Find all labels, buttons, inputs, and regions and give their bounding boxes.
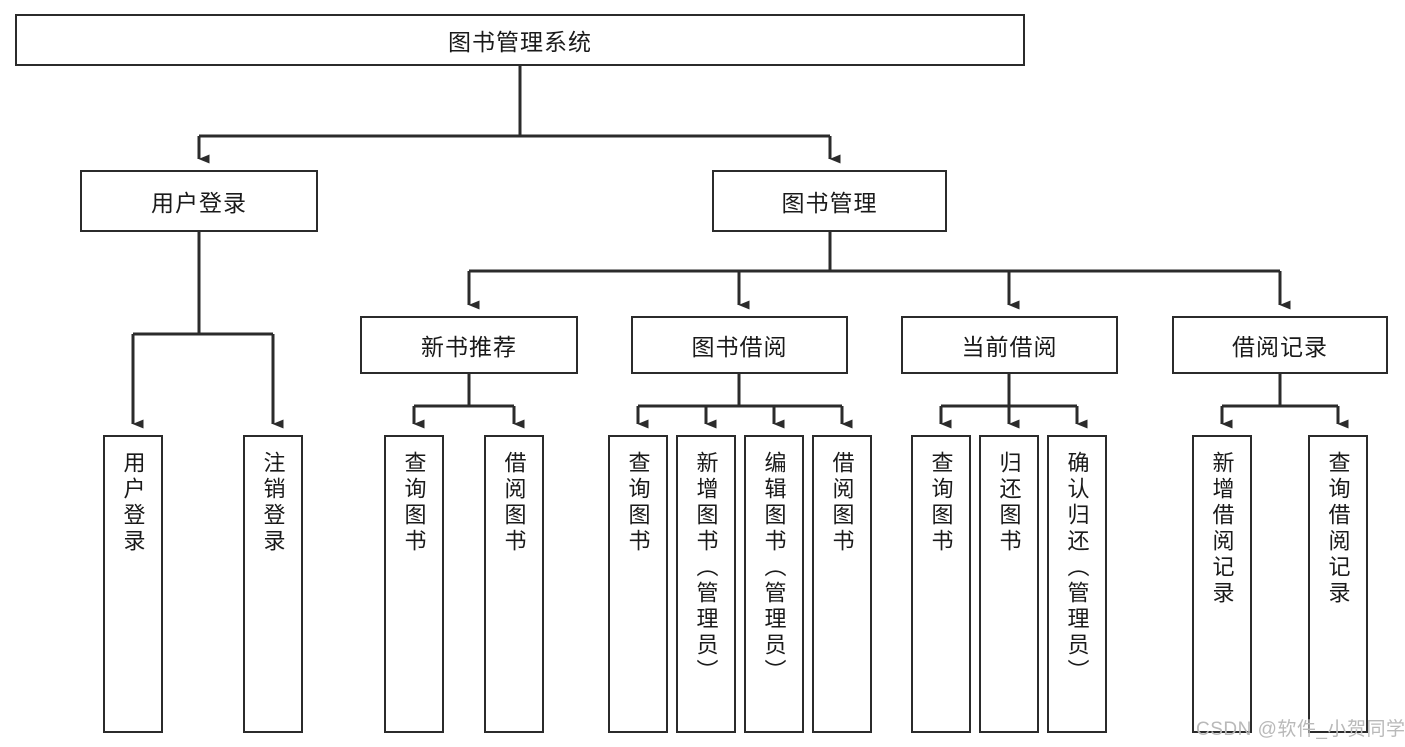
node-label: 图书管理系统 (448, 29, 592, 55)
node-user-login[interactable]: 用户登录 (80, 170, 318, 232)
leaf-user-login[interactable]: 用户登录 (103, 435, 163, 733)
node-borrow-records[interactable]: 借阅记录 (1172, 316, 1388, 374)
node-label: 用户登录 (151, 190, 247, 216)
leaf-add-borrow-record[interactable]: 新增借阅记录 (1192, 435, 1252, 733)
node-book-management[interactable]: 图书管理 (712, 170, 947, 232)
leaf-borrow-book-recommend[interactable]: 借阅图书 (484, 435, 544, 733)
leaf-query-book-current[interactable]: 查询图书 (911, 435, 971, 733)
leaf-query-book-recommend[interactable]: 查询图书 (384, 435, 444, 733)
leaf-query-borrow-record[interactable]: 查询借阅记录 (1308, 435, 1368, 733)
node-label: 查询图书 (401, 451, 427, 555)
leaf-return-book[interactable]: 归还图书 (979, 435, 1039, 733)
node-label: 当前借阅 (961, 334, 1058, 360)
node-root-system[interactable]: 图书管理系统 (15, 14, 1025, 66)
node-label: 编辑图书（管理员） (761, 451, 787, 685)
node-current-borrow[interactable]: 当前借阅 (901, 316, 1118, 374)
node-label: 查询图书 (928, 451, 954, 555)
leaf-logout[interactable]: 注销登录 (243, 435, 303, 733)
node-label: 确认归还（管理员） (1064, 451, 1090, 685)
node-label: 新增借阅记录 (1209, 451, 1235, 607)
node-label: 借阅图书 (501, 451, 527, 555)
leaf-add-book-admin[interactable]: 新增图书（管理员） (676, 435, 736, 733)
node-label: 借阅图书 (829, 451, 855, 555)
node-label: 注销登录 (260, 451, 286, 555)
node-label: 借阅记录 (1232, 334, 1328, 360)
leaf-edit-book-admin[interactable]: 编辑图书（管理员） (744, 435, 804, 733)
node-label: 图书管理 (781, 190, 878, 216)
leaf-query-book-borrow[interactable]: 查询图书 (608, 435, 668, 733)
node-book-borrow[interactable]: 图书借阅 (631, 316, 848, 374)
leaf-confirm-return-admin[interactable]: 确认归还（管理员） (1047, 435, 1107, 733)
node-new-book-recommend[interactable]: 新书推荐 (360, 316, 578, 374)
leaf-borrow-book[interactable]: 借阅图书 (812, 435, 872, 733)
node-label: 归还图书 (996, 451, 1022, 555)
node-label: 新书推荐 (421, 334, 517, 360)
node-label: 用户登录 (120, 451, 146, 555)
node-label: 图书借阅 (691, 334, 788, 360)
node-label: 新增图书（管理员） (693, 451, 719, 685)
node-label: 查询借阅记录 (1325, 451, 1351, 607)
node-label: 查询图书 (625, 451, 651, 555)
